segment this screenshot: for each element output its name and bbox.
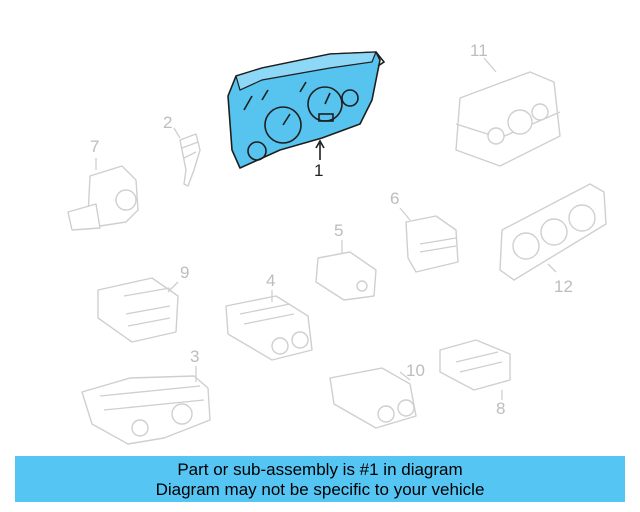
part-12-bezel[interactable] bbox=[499, 183, 607, 281]
part-11-heater-control[interactable] bbox=[455, 57, 561, 167]
part-7-switch[interactable] bbox=[67, 158, 139, 231]
callout-6: 6 bbox=[390, 189, 399, 208]
callout-3: 3 bbox=[190, 347, 199, 366]
part-10-switch-assembly[interactable] bbox=[329, 367, 417, 429]
callout-4: 4 bbox=[266, 271, 275, 290]
callout-10: 10 bbox=[406, 361, 425, 380]
callout-8: 8 bbox=[496, 399, 505, 418]
part-1-instrument-cluster[interactable] bbox=[227, 51, 386, 169]
callout-7: 7 bbox=[90, 137, 99, 156]
part-2-sensor[interactable] bbox=[173, 127, 201, 187]
part-9-switch[interactable] bbox=[97, 277, 179, 343]
part-5-switch[interactable] bbox=[315, 240, 377, 301]
callout-1: 1 bbox=[314, 161, 323, 180]
part-8-switch[interactable] bbox=[439, 339, 511, 400]
banner-line-1: Part or sub-assembly is #1 in diagram bbox=[177, 460, 463, 479]
part-6-switch[interactable] bbox=[399, 207, 459, 273]
callout-9: 9 bbox=[180, 263, 189, 282]
part-3-switch-module[interactable] bbox=[81, 366, 211, 445]
callout-11: 11 bbox=[470, 41, 488, 60]
part-4-switch-assembly[interactable] bbox=[225, 290, 313, 361]
banner-line-2: Diagram may not be specific to your vehi… bbox=[155, 480, 485, 499]
parts-diagram: 1 2 7 11 6 12 bbox=[67, 41, 607, 445]
callout-5: 5 bbox=[334, 221, 343, 240]
callout-12: 12 bbox=[554, 277, 573, 296]
info-banner: Part or sub-assembly is #1 in diagram Di… bbox=[15, 456, 625, 502]
callout-2: 2 bbox=[163, 113, 172, 132]
